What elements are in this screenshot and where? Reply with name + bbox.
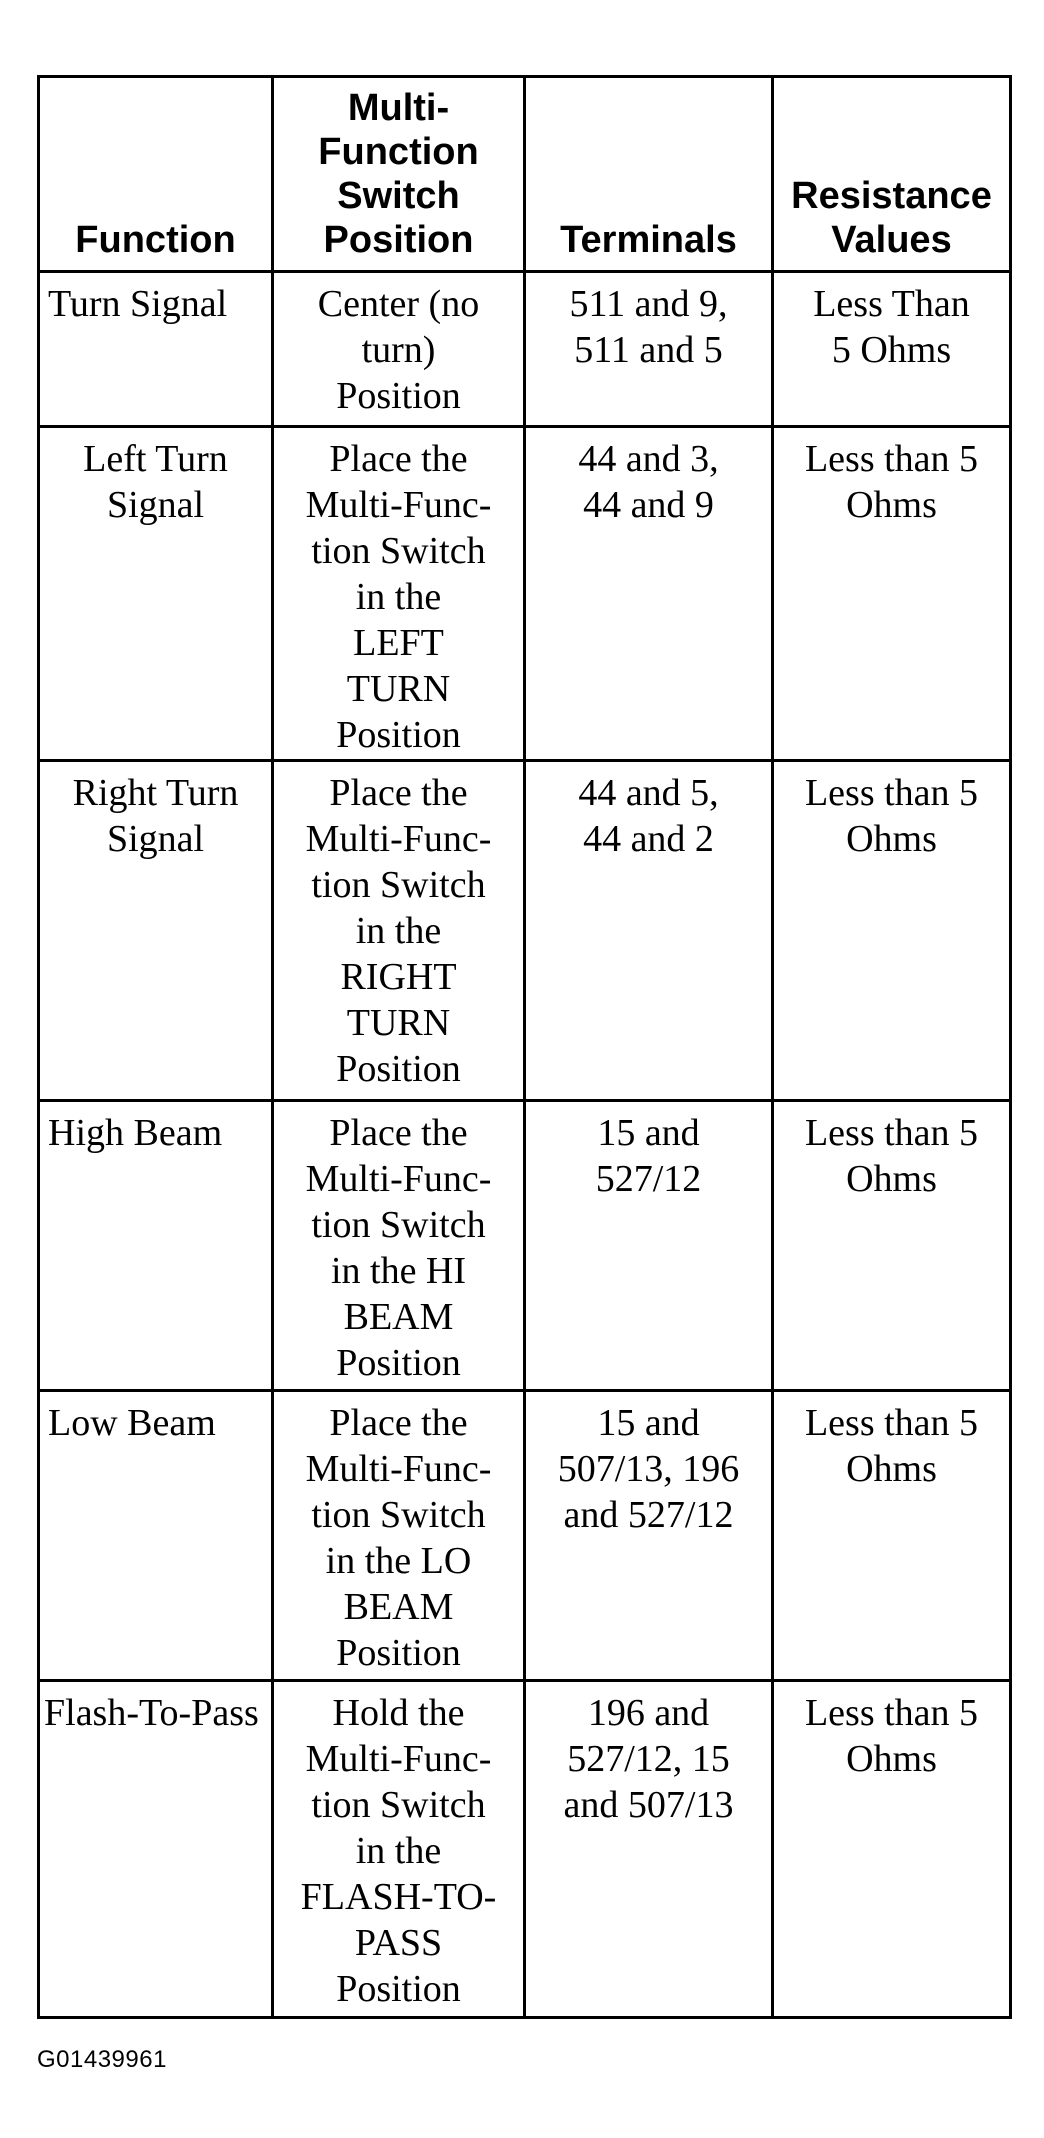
header-switch-position: Multi- Function Switch Position bbox=[271, 75, 526, 273]
function-cell: High Beam bbox=[37, 1099, 274, 1392]
terminals-cell: 44 and 5, 44 and 2 bbox=[523, 759, 774, 1102]
position-cell: Place the Multi-Func- tion Switch in the… bbox=[271, 1099, 526, 1392]
terminals-cell: 196 and 527/12, 15 and 507/13 bbox=[523, 1679, 774, 2019]
function-cell: Left Turn Signal bbox=[37, 425, 274, 762]
function-cell: Right Turn Signal bbox=[37, 759, 274, 1102]
position-cell: Place the Multi-Func- tion Switch in the… bbox=[271, 759, 526, 1102]
table-row: Turn Signal Center (no turn) Position 51… bbox=[37, 270, 1012, 428]
table-row: Right Turn Signal Place the Multi-Func- … bbox=[37, 759, 1012, 1102]
switch-test-table: Function Multi- Function Switch Position… bbox=[37, 75, 1012, 2019]
image-code-label: G01439961 bbox=[37, 2046, 167, 2073]
function-cell: Flash-To-Pass bbox=[37, 1679, 274, 2019]
header-terminals: Terminals bbox=[523, 75, 774, 273]
resistance-cell: Less than 5 Ohms bbox=[771, 1679, 1012, 2019]
terminals-cell: 15 and 507/13, 196 and 527/12 bbox=[523, 1389, 774, 1682]
table-row: Left Turn Signal Place the Multi-Func- t… bbox=[37, 425, 1012, 762]
position-cell: Place the Multi-Func- tion Switch in the… bbox=[271, 1389, 526, 1682]
terminals-cell: 511 and 9, 511 and 5 bbox=[523, 270, 774, 428]
terminals-cell: 44 and 3, 44 and 9 bbox=[523, 425, 774, 762]
position-cell: Hold the Multi-Func- tion Switch in the … bbox=[271, 1679, 526, 2019]
function-cell: Turn Signal bbox=[37, 270, 274, 428]
table-row: High Beam Place the Multi-Func- tion Swi… bbox=[37, 1099, 1012, 1392]
position-cell: Place the Multi-Func- tion Switch in the… bbox=[271, 425, 526, 762]
header-function: Function bbox=[37, 75, 274, 273]
table-header-row: Function Multi- Function Switch Position… bbox=[37, 75, 1012, 273]
header-resistance-values: Resistance Values bbox=[771, 75, 1012, 273]
resistance-cell: Less Than 5 Ohms bbox=[771, 270, 1012, 428]
position-cell: Center (no turn) Position bbox=[271, 270, 526, 428]
resistance-cell: Less than 5 Ohms bbox=[771, 425, 1012, 762]
resistance-cell: Less than 5 Ohms bbox=[771, 1389, 1012, 1682]
function-cell: Low Beam bbox=[37, 1389, 274, 1682]
resistance-cell: Less than 5 Ohms bbox=[771, 1099, 1012, 1392]
table-row: Flash-To-Pass Hold the Multi-Func- tion … bbox=[37, 1679, 1012, 2019]
table-row: Low Beam Place the Multi-Func- tion Swit… bbox=[37, 1389, 1012, 1682]
terminals-cell: 15 and 527/12 bbox=[523, 1099, 774, 1392]
resistance-cell: Less than 5 Ohms bbox=[771, 759, 1012, 1102]
